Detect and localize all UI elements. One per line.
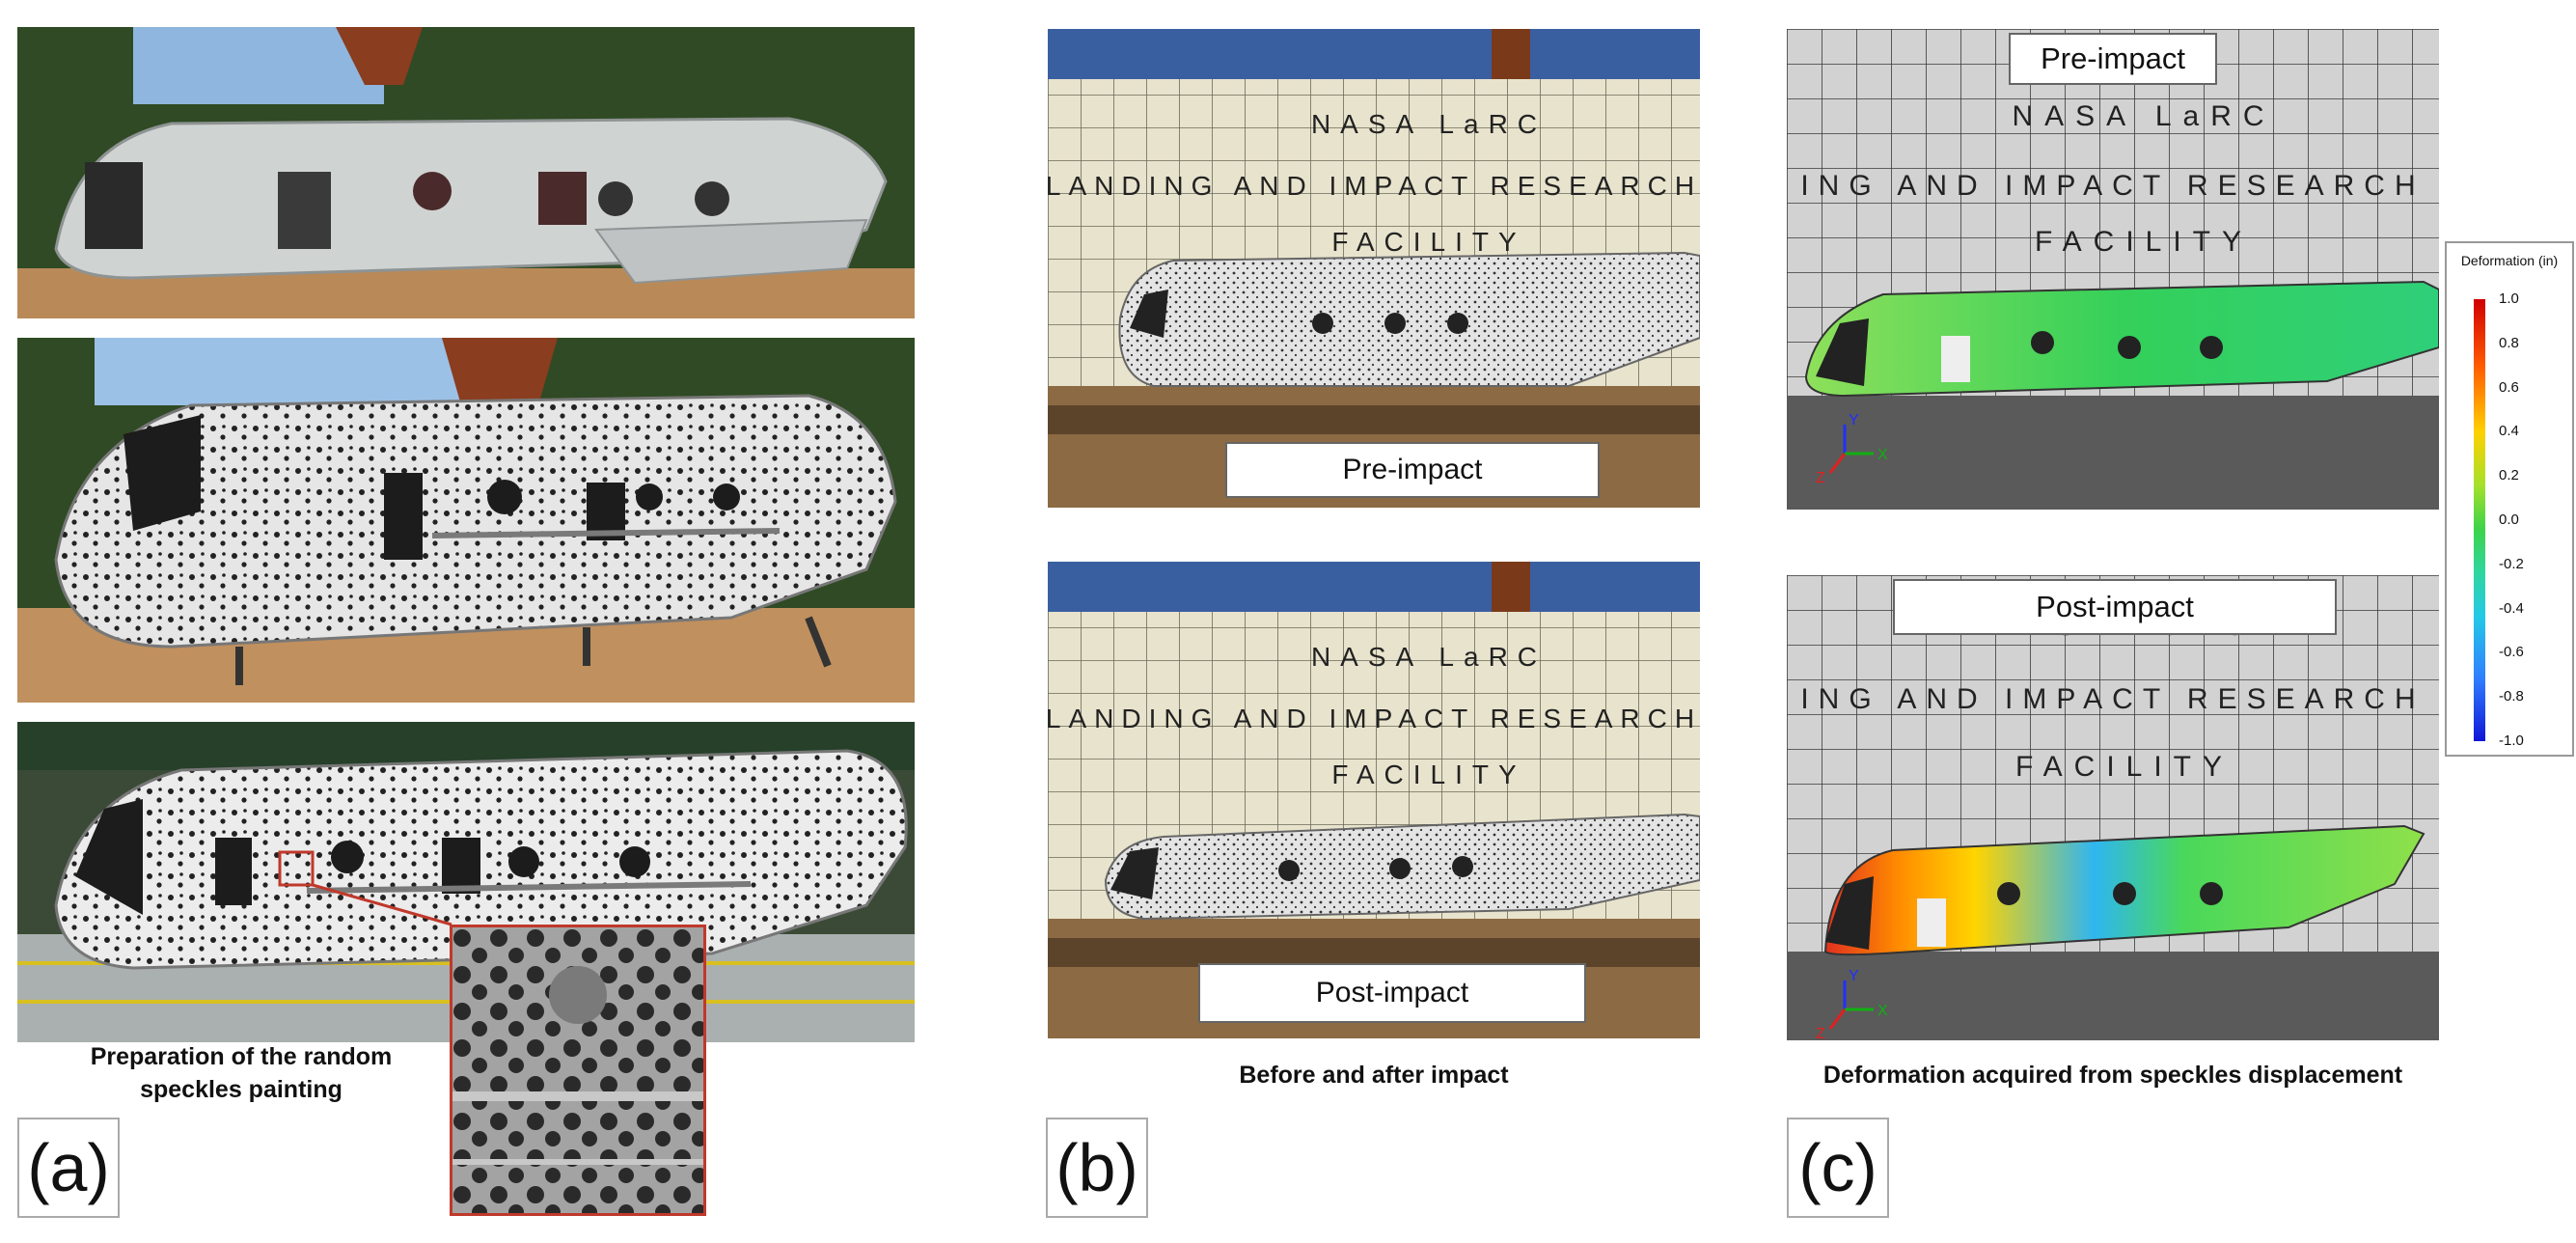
panel-a-caption: Preparation of the random speckles paint… (90, 1043, 393, 1103)
axis-x-label: X (1877, 1003, 1888, 1019)
wall-text-line-2: LANDING AND IMPACT RESEARCH (1048, 171, 1700, 201)
photo-b-pre-impact: NASA LaRC LANDING AND IMPACT RESEARCH FA… (1048, 29, 1700, 508)
wall-text-line-3: FACILITY (2035, 226, 2253, 258)
photo-b-post-impact: NASA LaRC LANDING AND IMPACT RESEARCH FA… (1048, 562, 1700, 1038)
axis-y-label: Y (1849, 412, 1859, 428)
dic-post-impact-image: NASA LaRC ING AND IMPACT RESEARCH FACILI… (1787, 575, 2439, 1040)
wall-text-line-1: NASA LaRC (2012, 100, 2275, 132)
legend-tick-label: 0.8 (2499, 334, 2519, 351)
wall-text-line-2: LANDING AND IMPACT RESEARCH (1048, 704, 1700, 733)
wall-text-line-3: FACILITY (2015, 751, 2233, 783)
legend-title: Deformation (in) (2460, 253, 2559, 268)
wall-text-line-3: FACILITY (1331, 227, 1525, 257)
wall-text-line-1: NASA LaRC (1311, 642, 1547, 672)
axis-x-label: X (1877, 447, 1888, 463)
legend-tick-label: 0.2 (2499, 467, 2519, 484)
axis-y-label: Y (1849, 968, 1859, 984)
dic-pre-impact-image: NASA LaRC ING AND IMPACT RESEARCH FACILI… (1787, 29, 2439, 510)
legend-tick-label: -1.0 (2499, 732, 2524, 749)
panel-b-letter: (b) (1046, 1118, 1148, 1218)
photo-a-speckled-on-gear (17, 338, 915, 703)
post-impact-label-b: Post-impact (1198, 963, 1586, 1023)
panel-c-caption: Deformation acquired from speckles displ… (1822, 1062, 2403, 1089)
legend-tick-label: 0.4 (2499, 423, 2519, 440)
wall-text-line-2: ING AND IMPACT RESEARCH (1800, 170, 2425, 202)
speckle-zoom-inset (450, 925, 706, 1216)
legend-tick-label: 1.0 (2499, 290, 2519, 307)
legend-color-bar (2474, 299, 2485, 741)
axis-z-label: Z (1816, 470, 1825, 486)
legend-tick-label: -0.8 (2499, 688, 2524, 705)
legend-tick-label: -0.6 (2499, 644, 2524, 661)
legend-tick-label: -0.4 (2499, 599, 2524, 617)
panel-b-caption: Before and after impact (1239, 1062, 1509, 1089)
deformation-color-legend: Deformation (in) 1.0 0.8 0.6 0.4 0.2 0.0 -0.2 -… (2445, 241, 2574, 757)
legend-tick-label: -0.2 (2499, 555, 2524, 572)
pre-impact-label-b: Pre-impact (1225, 442, 1600, 498)
panel-a-letter: (a) (17, 1118, 120, 1218)
photo-a-speckled-in-facility (17, 722, 915, 1042)
legend-tick-label: 0.0 (2499, 511, 2519, 528)
axis-z-label: Z (1816, 1026, 1825, 1040)
photo-a-bare-fuselage (17, 27, 915, 318)
pre-impact-label-c: Pre-impact (2009, 33, 2217, 85)
panel-c-letter: (c) (1787, 1118, 1889, 1218)
legend-tick-label: 0.6 (2499, 378, 2519, 396)
wall-text-line-1: NASA LaRC (1311, 109, 1547, 139)
wall-text-line-2: ING AND IMPACT RESEARCH (1800, 683, 2425, 715)
post-impact-label-c: Post-impact (1893, 579, 2337, 635)
wall-text-line-3: FACILITY (1331, 760, 1525, 789)
